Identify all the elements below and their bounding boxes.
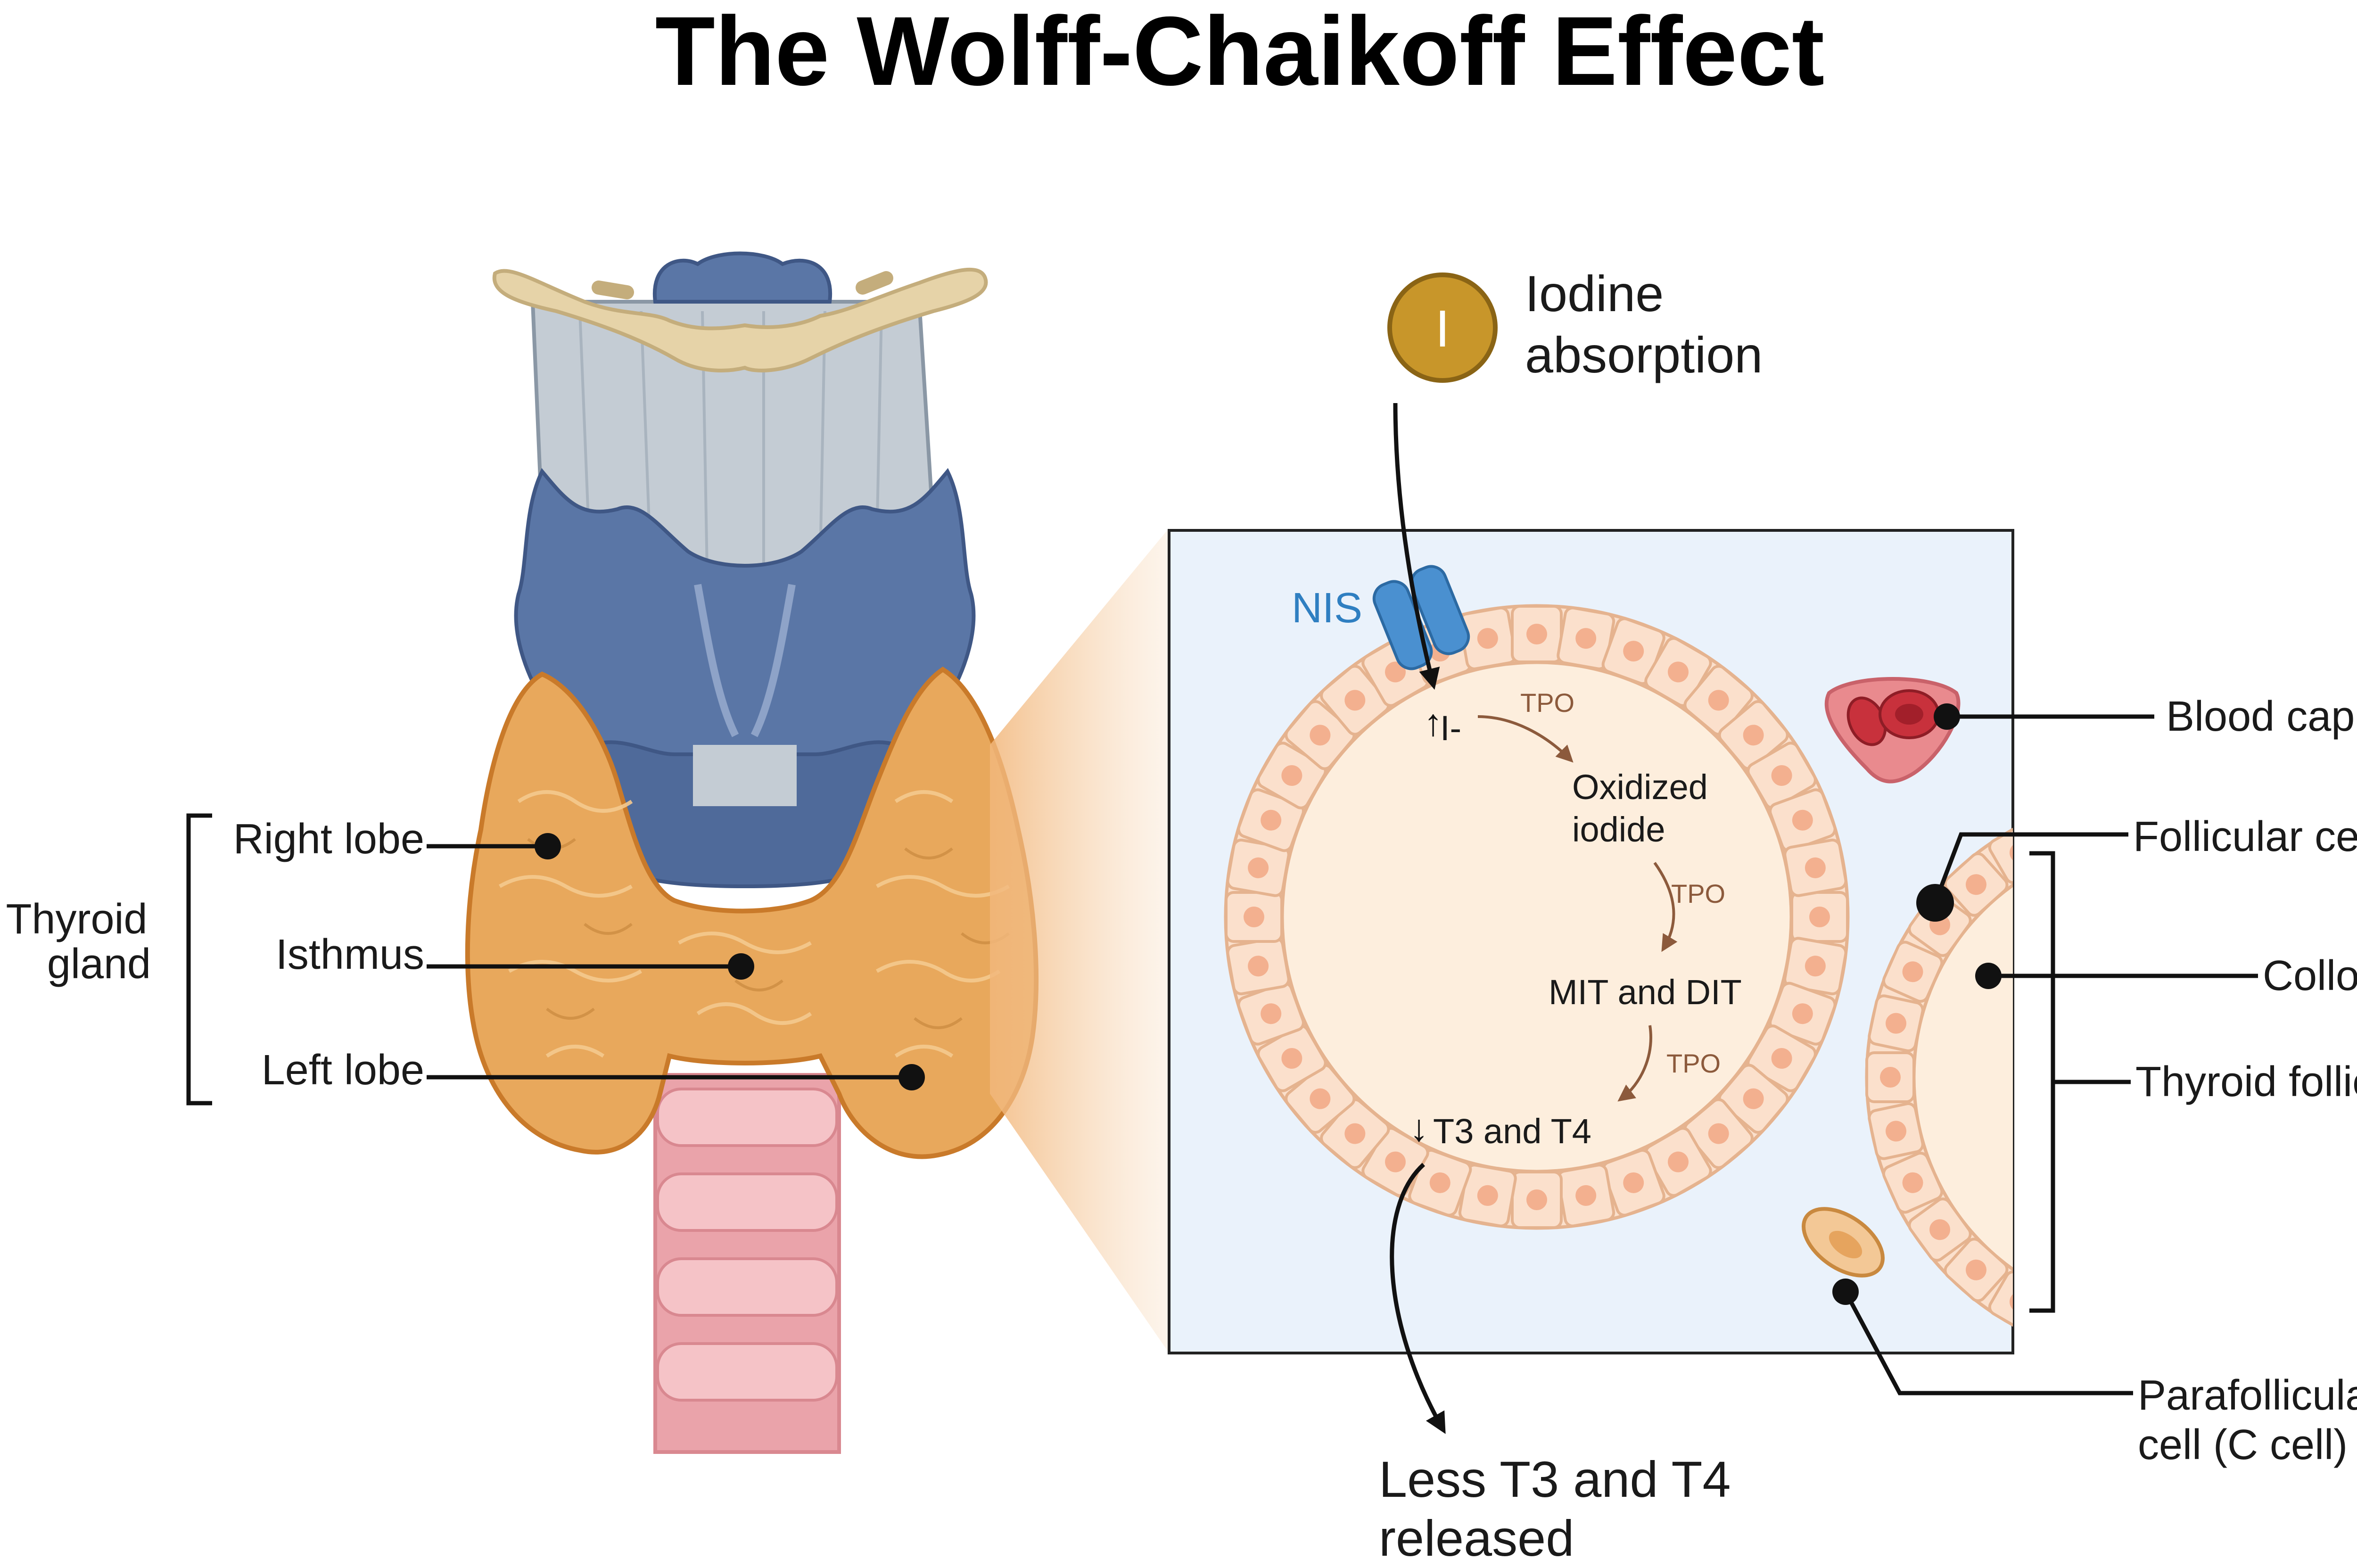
follicular-cell bbox=[1320, 665, 1390, 736]
follicular-cell bbox=[1511, 605, 1563, 663]
right-lobe-label: Right lobe bbox=[233, 816, 424, 863]
isthmus-dot bbox=[728, 953, 754, 980]
oxidized-iodide-label: Oxidized iodide bbox=[1572, 767, 1717, 849]
follicular-cell bbox=[2289, 1236, 2357, 1304]
follicular-cell bbox=[1511, 1171, 1563, 1229]
diagram-title: The Wolff-Chaikoff Effect bbox=[655, 0, 1824, 106]
follicular-cell bbox=[2246, 1269, 2312, 1335]
follicular-cell bbox=[1225, 891, 1283, 943]
main-thyroid-follicle bbox=[1224, 604, 1850, 1230]
follicular-cell bbox=[1769, 788, 1837, 852]
follicular-cell bbox=[1944, 852, 2009, 917]
thyroid-gland-bracket bbox=[186, 813, 212, 1106]
tpo-label-1: TPO bbox=[1520, 688, 1574, 718]
isthmus-label: Isthmus bbox=[276, 931, 424, 978]
follicular-cell bbox=[1868, 1102, 1924, 1160]
thyroid-anatomy-illustration bbox=[465, 251, 1039, 1454]
iodine-symbol: I bbox=[1435, 300, 1450, 358]
follicular-cell bbox=[2039, 1294, 2100, 1353]
follicular-cell bbox=[1226, 937, 1290, 996]
nis-transporter bbox=[1372, 565, 1470, 670]
parafollicular-dot bbox=[1832, 1279, 1859, 1305]
tpo-arrow-2 bbox=[1653, 862, 1678, 952]
thyroid-gland-label: Thyroid gland bbox=[6, 896, 159, 988]
follicular-cell bbox=[2326, 1196, 2357, 1263]
nis-label: NIS bbox=[1292, 585, 1362, 632]
follicular-cell bbox=[2096, 1309, 2150, 1361]
iodine-uptake-arrow bbox=[1393, 403, 1440, 690]
less-t3-t4-released-label: Less T3 and T4 released bbox=[1379, 1451, 1745, 1567]
follicular-cell bbox=[1988, 821, 2013, 884]
follicular-cell bbox=[1644, 1127, 1712, 1197]
follicular-cell bbox=[1458, 1164, 1517, 1228]
follicular-cell bbox=[1557, 1164, 1615, 1228]
iodide-label: I- bbox=[1440, 709, 1461, 748]
follicular-cell bbox=[1226, 838, 1290, 897]
follicular-cell bbox=[2326, 891, 2357, 958]
blood-capillary bbox=[1824, 677, 1961, 784]
follicular-cell bbox=[1718, 700, 1789, 770]
follicular-cell bbox=[1882, 941, 1944, 1003]
follicular-cell bbox=[1988, 1270, 2013, 1333]
hormone-release-arrow bbox=[1390, 1163, 1446, 1434]
follicle-zoom-panel: NIS ↑ I- TPO Oxidized iodide TPO MIT and… bbox=[1168, 529, 2357, 1361]
follicular-cell bbox=[2289, 850, 2357, 918]
t3-t4-label: T3 and T4 bbox=[1433, 1112, 1591, 1151]
follicular-cell bbox=[1601, 617, 1665, 685]
tpo-label-2: TPO bbox=[1671, 879, 1725, 908]
zoom-wedge bbox=[990, 528, 1169, 1353]
follicular-cell bbox=[1257, 1024, 1327, 1092]
blood-capillary-label: Blood capillary bbox=[2166, 693, 2357, 740]
tpo-label-3: TPO bbox=[1666, 1048, 1721, 1078]
thyroid-follicle-label: Thyroid follicle bbox=[2135, 1058, 2357, 1106]
follicular-cell-leader bbox=[1933, 832, 2128, 904]
colloid-label: Colloid bbox=[2263, 952, 2357, 999]
follicular-cell bbox=[1601, 1149, 1665, 1217]
follicular-cell-dot bbox=[1916, 884, 1954, 922]
neighbour-thyroid-follicle bbox=[1865, 821, 2357, 1361]
follicular-cell bbox=[1865, 1051, 1915, 1103]
follicular-cell bbox=[1944, 1238, 2009, 1303]
iodine-absorption-label: Iodine absorption bbox=[1525, 265, 1763, 383]
follicular-cell bbox=[1285, 1064, 1356, 1134]
follicular-cell bbox=[1683, 1098, 1754, 1169]
follicular-cell bbox=[1769, 982, 1837, 1046]
follicular-cell bbox=[2199, 1294, 2260, 1353]
colloid-dot bbox=[1975, 963, 2002, 989]
t3-t4-down-arrow: ↓ bbox=[1409, 1107, 1428, 1149]
left-lobe-label: Left lobe bbox=[262, 1047, 424, 1094]
blood-capillary-dot bbox=[1934, 703, 1960, 730]
right-lobe-dot bbox=[535, 833, 561, 859]
trachea bbox=[653, 1073, 841, 1454]
follicular-cell bbox=[1237, 982, 1305, 1046]
follicular-cell bbox=[1408, 1149, 1472, 1217]
hyoid-bone bbox=[492, 267, 988, 372]
tpo-arrow-3 bbox=[1617, 1025, 1652, 1102]
parafollicular-cell-label: Parafollicular cell (C cell) bbox=[2138, 1372, 2357, 1469]
follicular-cell bbox=[1868, 994, 1924, 1052]
thyroid-follicle-bracket bbox=[2029, 851, 2131, 1313]
follicular-cell bbox=[1908, 1197, 1972, 1262]
left-lobe-dot bbox=[898, 1064, 925, 1090]
follicular-cell bbox=[1783, 937, 1847, 996]
follicular-cell bbox=[2150, 1309, 2204, 1361]
follicular-cell bbox=[2355, 1151, 2357, 1215]
iodide-up-arrow: ↑ bbox=[1424, 701, 1442, 743]
parafollicular-leader bbox=[1844, 1290, 2133, 1395]
follicular-cell bbox=[1783, 838, 1847, 897]
mit-dit-label: MIT and DIT bbox=[1549, 973, 1742, 1012]
tpo-arrow-1 bbox=[1477, 715, 1574, 763]
follicular-cell-label: Follicular cell bbox=[2133, 813, 2357, 860]
epiglottis bbox=[652, 251, 832, 304]
follicular-cell bbox=[1882, 1151, 1944, 1214]
iodine-icon bbox=[1387, 272, 1498, 383]
follicular-cell-ring bbox=[1225, 605, 1849, 1229]
follicular-cell bbox=[1790, 891, 1849, 943]
